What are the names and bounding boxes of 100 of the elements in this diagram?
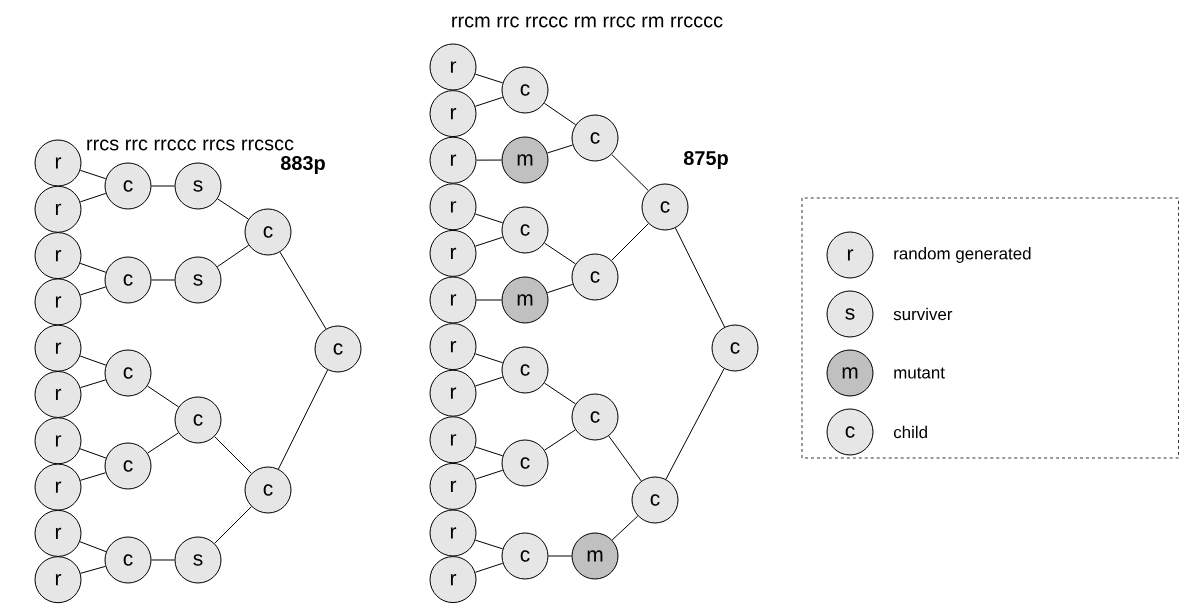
tree-node: r — [429, 556, 477, 604]
connector-line — [544, 242, 576, 265]
tree-node: m — [571, 532, 619, 580]
score-label: 883p — [280, 156, 325, 175]
connector-line — [544, 382, 576, 405]
tree-node: r — [429, 43, 477, 91]
tree-node: r — [429, 416, 477, 464]
tree-node: c — [174, 396, 222, 444]
tree-node: r — [34, 556, 82, 604]
connector-line — [546, 144, 574, 154]
connector-line — [608, 435, 642, 482]
legend-text: random generated — [894, 247, 1031, 263]
tree-node: r — [34, 371, 82, 418]
tree-node: r — [34, 324, 82, 372]
tree-node: c — [244, 466, 292, 514]
tree-node: c — [711, 324, 759, 372]
connector-line — [147, 385, 179, 408]
sequence-label: rrcs rrc rrccc rrcs rrcscc — [87, 139, 294, 151]
connector-line — [548, 555, 572, 557]
tree-node: c — [641, 183, 689, 231]
connector-line — [474, 236, 504, 247]
connector-line — [474, 213, 504, 224]
connector-line — [217, 198, 249, 220]
tree-node: c — [104, 256, 152, 304]
connector-line — [79, 192, 107, 203]
connector-line — [474, 469, 504, 480]
connector-line — [611, 515, 639, 541]
connector-line — [147, 432, 179, 454]
sequence-label: rrcm rrc rrccc rm rrcc rm rrcccc — [452, 16, 723, 28]
connector-line — [476, 299, 502, 301]
tree-node: r — [429, 276, 477, 324]
tree-node: c — [571, 114, 619, 162]
tree-node: c — [501, 66, 549, 114]
legend-text: surviver — [893, 307, 953, 321]
connector-line — [474, 353, 504, 364]
connector-line — [474, 562, 504, 573]
legend-text: child — [893, 425, 927, 439]
tree-node: r — [429, 183, 477, 231]
tree-node: c — [104, 162, 152, 210]
tree-node: r — [429, 90, 477, 138]
connector-line — [474, 73, 504, 84]
tree-node: r — [34, 232, 82, 280]
connector-line — [474, 539, 504, 550]
tree-node: c — [571, 393, 619, 441]
connector-line — [216, 244, 250, 268]
connector-line — [665, 368, 725, 480]
tree-node: m — [501, 136, 549, 184]
tree-node: s — [174, 162, 222, 210]
tree-node: c — [104, 349, 152, 397]
connector-line — [79, 448, 107, 459]
connector-line — [80, 565, 106, 574]
connector-line — [674, 227, 726, 328]
connector-line — [151, 559, 175, 561]
tree-node: c — [314, 325, 362, 373]
tree-node: c — [104, 442, 152, 490]
connector-line — [79, 541, 107, 553]
connector-line — [544, 429, 576, 451]
tree-node: c — [501, 532, 549, 580]
tree-node: c — [631, 476, 679, 524]
connector-line — [79, 169, 107, 180]
tree-node: c — [501, 439, 549, 487]
connector-line — [79, 286, 107, 296]
tree-node: s — [174, 536, 222, 584]
tree-node: r — [429, 229, 477, 277]
connector-line — [543, 102, 577, 126]
tree-node: r — [34, 463, 82, 511]
connector-line — [476, 159, 502, 161]
connector-line — [474, 96, 504, 107]
score-label: 875p — [683, 151, 728, 170]
tree-node: r — [429, 369, 477, 417]
tree-node: r — [34, 139, 82, 187]
tree-node: s — [174, 256, 222, 304]
tree-node: r — [429, 462, 477, 510]
connector-line — [80, 472, 106, 481]
connector-line — [214, 506, 252, 544]
tree-node: r — [429, 323, 477, 371]
connector-line — [474, 446, 504, 457]
tree-node: r — [429, 136, 477, 184]
tree-node: c — [244, 208, 292, 256]
legend-text: mutant — [894, 367, 945, 379]
tree-node: m — [501, 276, 549, 324]
connector-line — [79, 379, 107, 389]
connector-line — [474, 376, 504, 387]
tree-node: r — [429, 509, 477, 557]
connector-line — [611, 154, 649, 191]
tree-node: c — [104, 536, 152, 584]
connector-line — [279, 251, 327, 330]
connector-line — [79, 355, 107, 366]
tree-node: r — [34, 509, 82, 557]
tree-node: r — [34, 278, 82, 326]
connector-line — [611, 223, 649, 261]
connector-line — [151, 185, 175, 187]
tree-node: r — [34, 185, 82, 233]
connector-line — [546, 283, 574, 294]
tree-node: c — [571, 253, 619, 301]
tree-node: c — [501, 346, 549, 394]
connector-line — [151, 279, 175, 281]
connector-line — [277, 369, 329, 470]
connector-line — [79, 262, 107, 273]
tree-node: r — [34, 417, 82, 465]
